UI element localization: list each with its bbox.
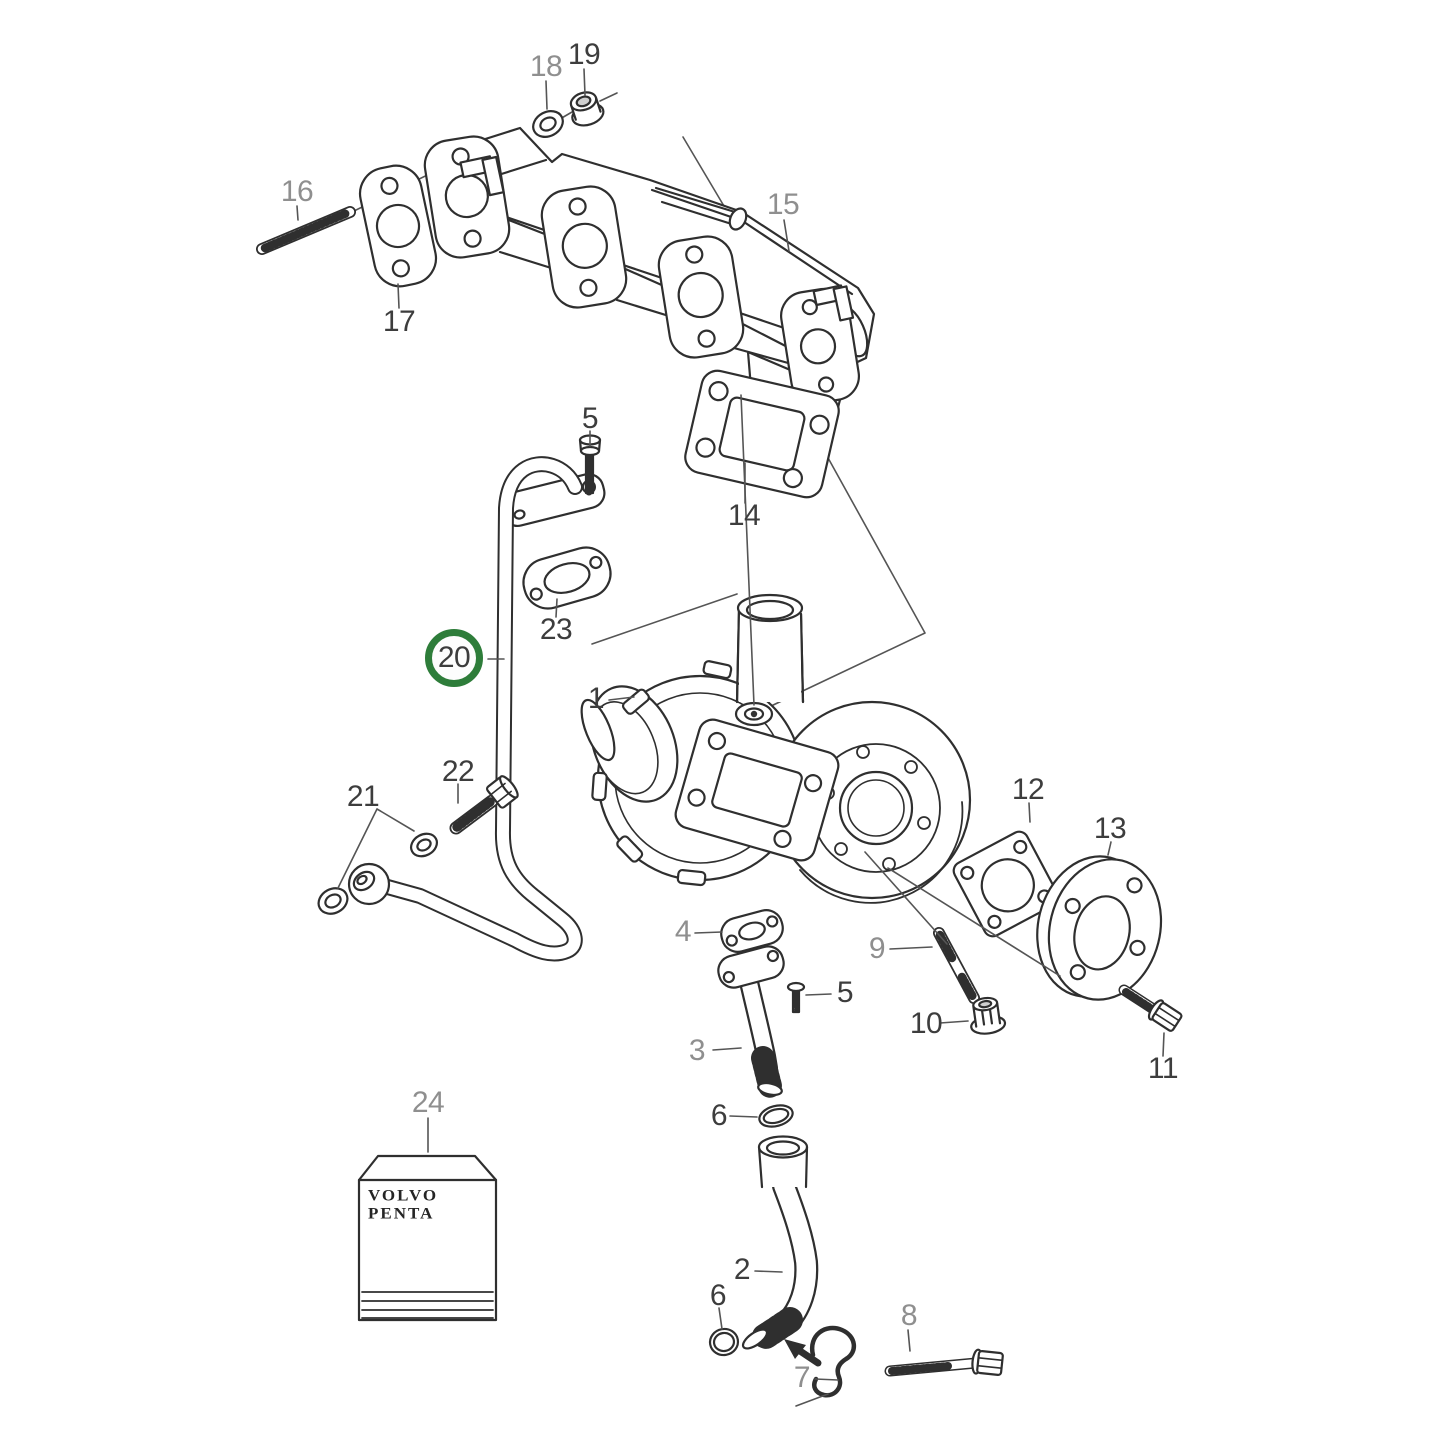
flange-nut-10 — [968, 996, 1007, 1036]
parts-kit-box — [359, 1156, 496, 1320]
gasket-17 — [355, 161, 441, 291]
part-label-2[interactable]: 2 — [733, 1253, 751, 1286]
part-label-10[interactable]: 10 — [909, 1007, 943, 1040]
turbocharger — [574, 595, 970, 903]
part-label-5-lower[interactable]: 5 — [836, 976, 854, 1009]
part-label-24[interactable]: 24 — [411, 1086, 445, 1119]
brand-penta: PENTA — [368, 1204, 435, 1223]
drain-hose-2 — [740, 1137, 807, 1352]
bolt-8 — [890, 1349, 1003, 1376]
stud-9 — [939, 933, 974, 998]
gasket-14 — [682, 368, 842, 501]
part-label-6-upper[interactable]: 6 — [710, 1099, 728, 1132]
part-label-6-lower[interactable]: 6 — [709, 1279, 727, 1312]
bolt-5-upper — [580, 436, 600, 494]
part-label-11[interactable]: 11 — [1147, 1052, 1179, 1085]
oil-supply-pipe — [349, 464, 575, 953]
stud-16 — [262, 212, 350, 249]
washer-21a — [314, 883, 352, 918]
exhaust-manifold — [421, 128, 874, 462]
part-label-19[interactable]: 19 — [567, 38, 601, 71]
part-label-12[interactable]: 12 — [1011, 773, 1045, 806]
part-label-21[interactable]: 21 — [346, 780, 380, 813]
clamp-lugs — [592, 660, 732, 885]
banjo-bolt-22 — [456, 774, 520, 828]
turbo-outlet-stub — [737, 595, 803, 702]
o-ring-6-upper — [757, 1102, 795, 1130]
manifold-bracket — [460, 155, 853, 325]
selected-part-ring[interactable] — [425, 629, 483, 687]
part-label-9[interactable]: 9 — [868, 932, 886, 965]
part-label-17[interactable]: 17 — [382, 305, 416, 338]
part-label-16[interactable]: 16 — [280, 175, 314, 208]
turbo-inlet-flange — [672, 716, 841, 863]
oil-inlet-boss — [736, 703, 772, 725]
flange-13 — [1023, 844, 1176, 1011]
oil-drain-pipe-3 — [715, 943, 787, 1097]
part-label-5-upper[interactable]: 5 — [581, 402, 599, 435]
o-ring-6-lower — [708, 1327, 740, 1357]
part-label-3[interactable]: 3 — [688, 1034, 706, 1067]
washer-21b — [407, 829, 441, 860]
part-label-13[interactable]: 13 — [1093, 812, 1127, 845]
direction-arrow — [784, 1339, 806, 1359]
gasket-4 — [718, 907, 787, 956]
bolt-11 — [1124, 990, 1183, 1033]
part-label-20-highlighted[interactable]: 20 — [437, 641, 471, 674]
part-label-23[interactable]: 23 — [539, 613, 573, 646]
part-label-1[interactable]: 1 — [587, 682, 605, 715]
brand-volvo: VOLVO — [368, 1186, 439, 1205]
leader-lines — [297, 69, 1164, 1406]
bolt-5-lower — [788, 983, 804, 1012]
part-label-18[interactable]: 18 — [529, 50, 563, 83]
gasket-12 — [951, 829, 1062, 940]
flange-nut-19 — [566, 88, 606, 129]
part-label-8[interactable]: 8 — [900, 1299, 918, 1332]
part-label-22[interactable]: 22 — [441, 755, 475, 788]
part-label-14[interactable]: 14 — [727, 499, 761, 532]
part-label-15[interactable]: 15 — [766, 188, 800, 221]
part-label-7[interactable]: 7 — [793, 1361, 811, 1394]
retainer-clip-7 — [784, 1328, 854, 1395]
part-label-4[interactable]: 4 — [674, 915, 692, 948]
washer-18 — [529, 106, 568, 142]
gasket-23 — [518, 542, 616, 614]
